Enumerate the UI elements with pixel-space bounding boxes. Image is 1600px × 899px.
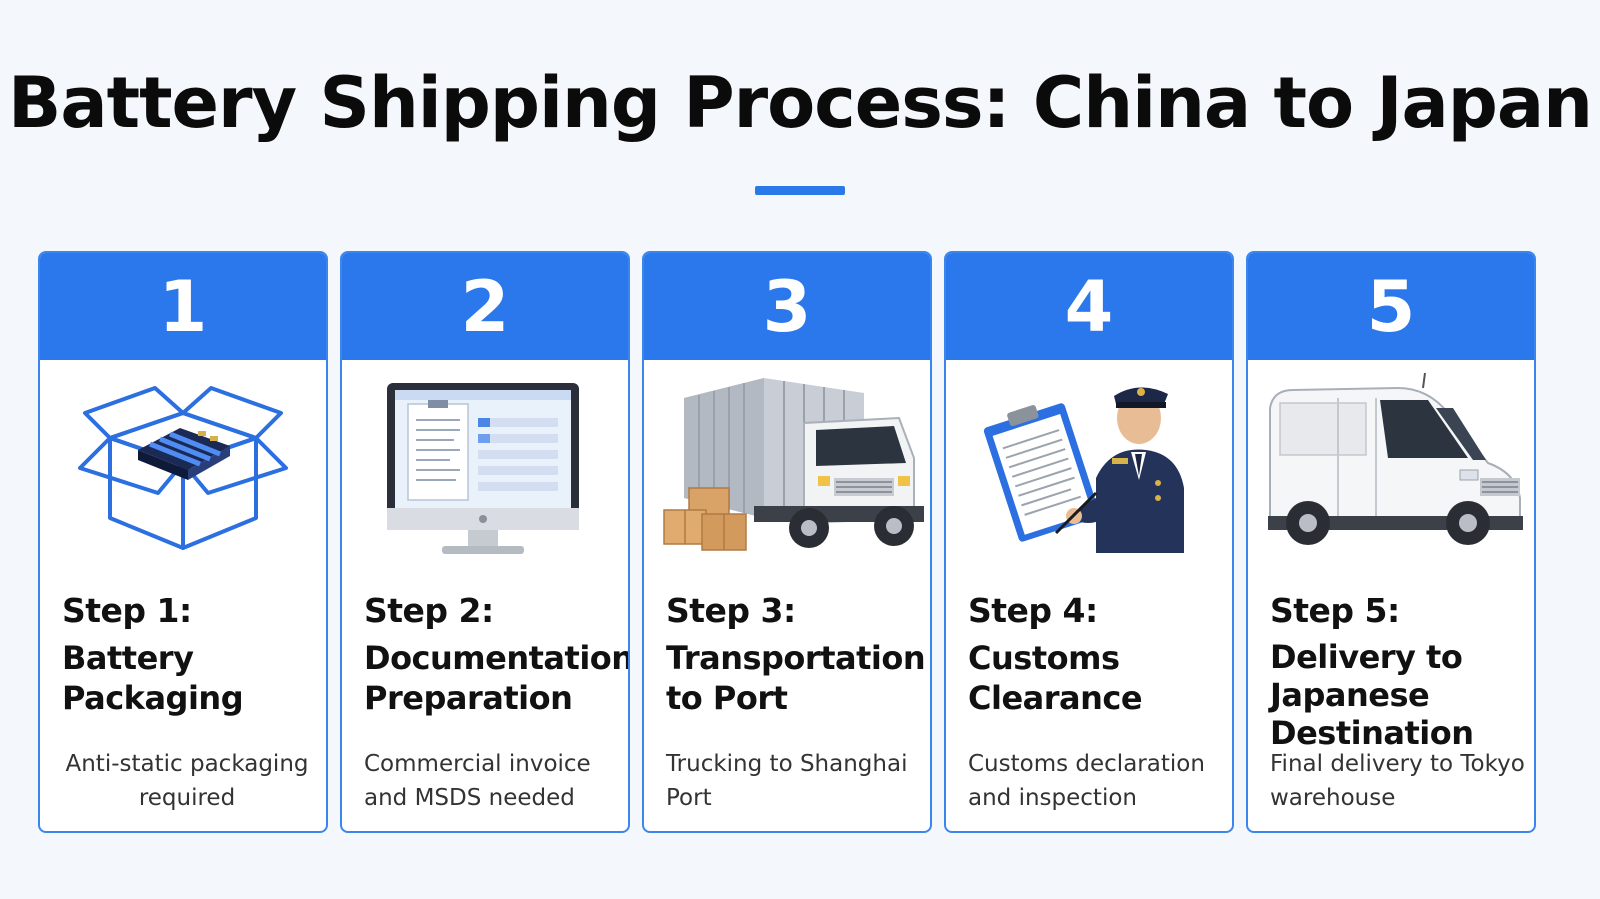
step-title-1: Battery Packaging (62, 639, 244, 717)
delivery-van-icon (1268, 372, 1523, 545)
step-description-2: Commercial invoice and MSDS needed (364, 751, 591, 811)
step-label-3: Step 3: (666, 591, 796, 630)
step-title-2: Documentation Preparation (364, 639, 630, 717)
step-label-4: Step 4: (968, 591, 1098, 630)
step-label-1: Step 1: (62, 591, 192, 630)
step-card-5: 5 Step 5: Delivery to Japanese Destinati… (1246, 251, 1536, 833)
title-underline (755, 186, 845, 195)
step-description-3: Trucking to Shanghai Port (666, 751, 908, 811)
computer-monitor-document-icon (387, 383, 579, 554)
page-title: Battery Shipping Process: China to Japan (8, 62, 1593, 144)
step-label-5: Step 5: (1270, 591, 1400, 630)
step-title-5: Delivery to Japanese Destination (1270, 638, 1474, 752)
step-card-3: 3 (642, 251, 932, 833)
process-steps: 1 Step 1: Battery P (38, 251, 1562, 833)
step-card-4: 4 (944, 251, 1234, 833)
step-number-4: 4 (946, 253, 1232, 360)
step-description-1: Anti-static packaging required (65, 751, 309, 811)
step-title-3: Transportation to Port (666, 639, 926, 717)
step-number-3: 3 (644, 253, 930, 360)
step-card-2: 2 (340, 251, 630, 833)
step-title-4: Customs Clearance (968, 639, 1143, 717)
step-number-1: 1 (40, 253, 326, 360)
step-number-2: 2 (342, 253, 628, 360)
truck-boxes-icon (663, 378, 924, 551)
open-box-battery-icon (78, 386, 288, 550)
step-description-4: Customs declaration and inspection (968, 751, 1205, 811)
customs-officer-clipboard-icon (983, 387, 1184, 553)
step-label-2: Step 2: (364, 591, 494, 630)
step-number-5: 5 (1248, 253, 1534, 360)
step-card-1: 1 Step 1: Battery P (38, 251, 328, 833)
step-description-5: Final delivery to Tokyo warehouse (1270, 751, 1525, 811)
